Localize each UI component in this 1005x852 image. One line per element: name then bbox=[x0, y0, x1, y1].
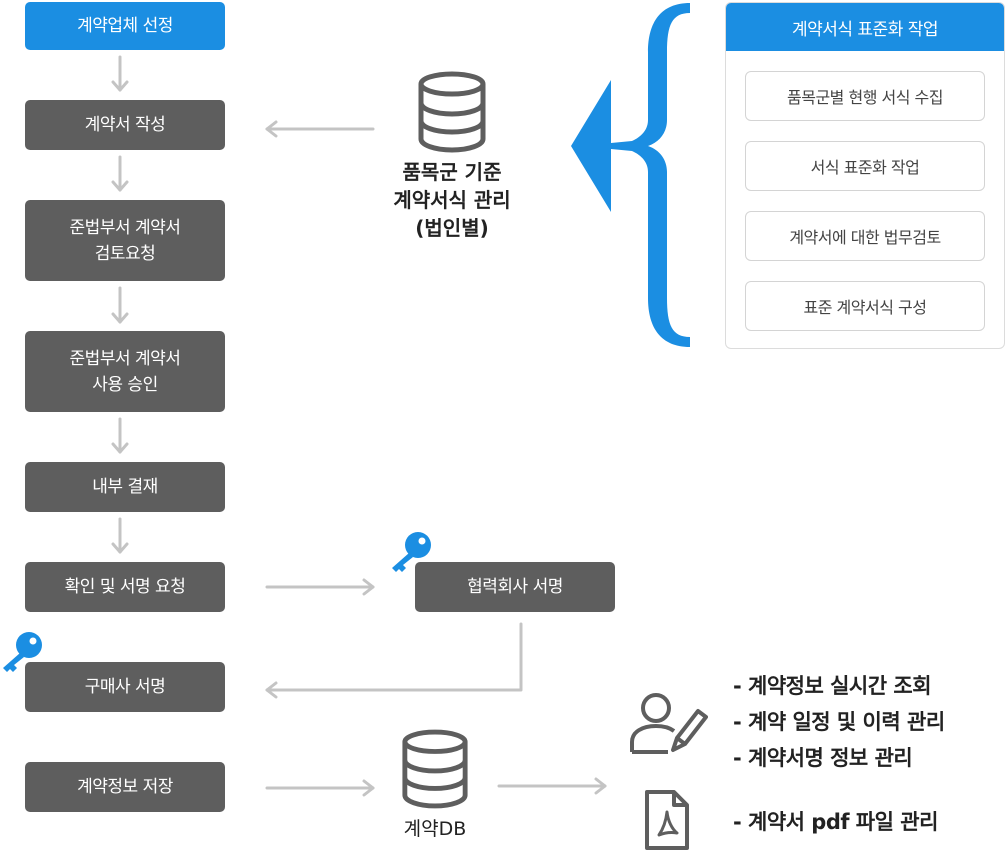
right-arrow bbox=[265, 779, 375, 797]
feature-list: - 계약정보 실시간 조회 - 계약 일정 및 이력 관리 - 계약서명 정보 … bbox=[733, 668, 945, 776]
contract-db-label: 계약DB bbox=[403, 818, 467, 840]
blue-bracket-arrow bbox=[571, 3, 690, 347]
panel-item: 서식 표준화 작업 bbox=[745, 141, 985, 191]
right-arrow bbox=[265, 578, 375, 596]
elbow-arrow bbox=[265, 622, 523, 699]
standardization-panel: 계약서식 표준화 작업 품목군별 현행 서식 수집 서식 표준화 작업 계약서에… bbox=[725, 2, 1005, 349]
user-edit-icon bbox=[630, 693, 708, 754]
panel-item: 표준 계약서식 구성 bbox=[745, 281, 985, 331]
pdf-feature-item: - 계약서 pdf 파일 관리 bbox=[733, 810, 938, 834]
right-arrow bbox=[497, 777, 607, 795]
left-arrow bbox=[265, 120, 375, 138]
step-internal-approval: 내부 결재 bbox=[25, 462, 225, 512]
down-arrow bbox=[111, 55, 129, 92]
key-icon bbox=[3, 632, 42, 672]
template-db-label: 품목군 기준 계약서식 관리 (법인별) bbox=[393, 160, 511, 240]
down-arrow bbox=[111, 417, 129, 454]
step-select-vendor: 계약업체 선정 bbox=[25, 2, 225, 50]
step-compliance-approval: 준법부서 계약서 사용 승인 bbox=[25, 331, 225, 412]
feature-item: - 계약서명 정보 관리 bbox=[733, 746, 913, 770]
database-icon bbox=[418, 71, 486, 153]
feature-item: - 계약정보 실시간 조회 bbox=[733, 674, 932, 698]
feature-item: - 계약 일정 및 이력 관리 bbox=[733, 710, 945, 734]
panel-title: 계약서식 표준화 작업 bbox=[726, 3, 1004, 51]
down-arrow bbox=[111, 155, 129, 192]
database-icon bbox=[402, 729, 468, 809]
panel-item: 품목군별 현행 서식 수집 bbox=[745, 71, 985, 121]
step-buyer-sign: 구매사 서명 bbox=[25, 662, 225, 712]
step-save-contract-info: 계약정보 저장 bbox=[25, 762, 225, 812]
down-arrow bbox=[111, 517, 129, 554]
partner-sign-box: 협력회사 서명 bbox=[415, 562, 615, 612]
step-sign-request: 확인 및 서명 요청 bbox=[25, 562, 225, 612]
key-icon bbox=[392, 532, 431, 572]
panel-item: 계약서에 대한 법무검토 bbox=[745, 211, 985, 261]
down-arrow bbox=[111, 286, 129, 324]
step-draft-contract: 계약서 작성 bbox=[25, 100, 225, 150]
step-compliance-review-request: 준법부서 계약서 검토요청 bbox=[25, 200, 225, 281]
pdf-file-icon bbox=[645, 790, 689, 850]
